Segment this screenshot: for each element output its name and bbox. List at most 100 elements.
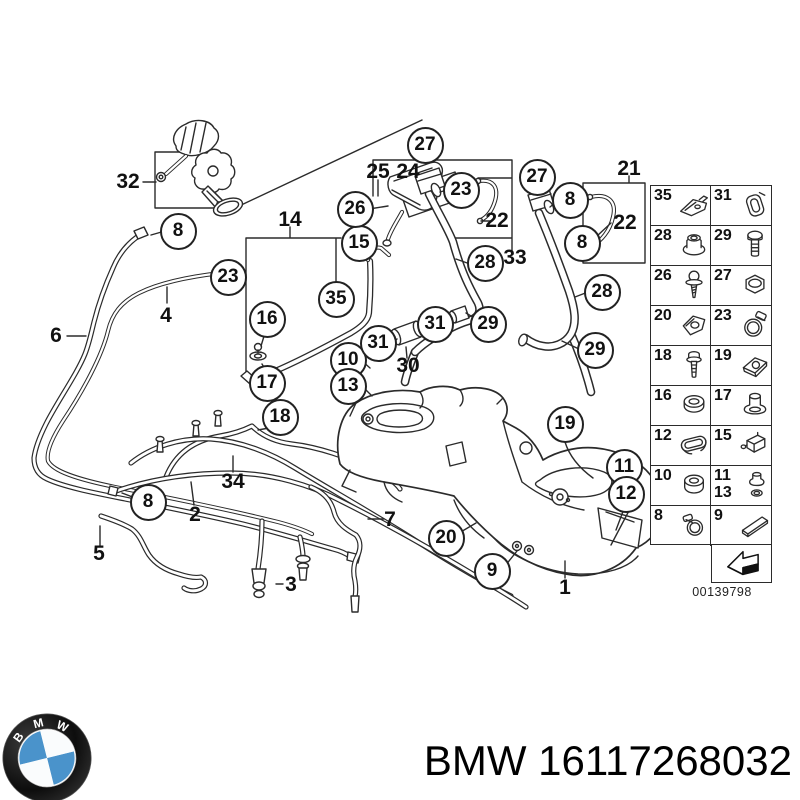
part-label-33: 33 (503, 246, 527, 269)
bmw-logo: B M W (0, 702, 103, 800)
hose-clamp-icon (739, 308, 771, 342)
diagram-plate-code: 00139798 (692, 585, 752, 599)
legend-cell-18: 18 (651, 346, 711, 386)
clamp-small-icon (678, 508, 710, 542)
svg-text:M: M (32, 715, 45, 731)
fuel-cap-assembly (155, 119, 244, 217)
part-label-2: 2 (189, 503, 201, 526)
callout-circle-35: 35 (317, 280, 355, 318)
legend-cell-31: 31 (711, 186, 771, 226)
callout-circle-8: 8 (551, 181, 589, 219)
legend-cell-8: 8 (651, 506, 711, 546)
valve-unit-icon (739, 428, 771, 462)
legend-cell-27: 27 (711, 266, 771, 306)
part-label-25: 25 (366, 160, 390, 183)
part-label-7: 7 (384, 508, 396, 531)
part-label-24: 24 (396, 160, 420, 183)
legend-part-number: 15 (714, 427, 732, 444)
callout-circle-31: 31 (416, 305, 454, 343)
callout-circle-8: 8 (159, 212, 197, 250)
screw-icon (678, 268, 710, 302)
legend-part-number: 9 (714, 507, 723, 524)
legend-part-number: 10 (654, 467, 672, 484)
part-label-22: 22 (613, 211, 637, 234)
callout-circle-23: 23 (209, 258, 247, 296)
vent-pipe-7 (311, 487, 360, 613)
legend-cell-12: 12 (651, 426, 711, 466)
legend-part-number: 29 (714, 227, 732, 244)
legend-part-number: 11 13 (714, 467, 732, 501)
part-label-3: 3 (285, 573, 297, 596)
legend-cell-23: 23 (711, 306, 771, 346)
callout-circle-8: 8 (563, 224, 601, 262)
legend-cell-16: 16 (651, 386, 711, 426)
legend-arrow-cell (711, 545, 772, 583)
callout-circle-9: 9 (473, 552, 511, 590)
bracket-plate-icon (678, 188, 710, 222)
legend-cell-9: 9 (711, 506, 771, 546)
callout-circle-29: 29 (576, 331, 614, 369)
legend-part-number: 31 (714, 187, 732, 204)
legend-part-number: 23 (714, 307, 732, 324)
callout-circle-17: 17 (248, 364, 286, 402)
part-label-22: 22 (485, 209, 509, 232)
grommet-icon (678, 388, 710, 422)
legend-part-number: 16 (654, 387, 672, 404)
legend-part-number: 17 (714, 387, 732, 404)
plate-icon (739, 508, 771, 542)
legend-cell-17: 17 (711, 386, 771, 426)
flange-bolt-icon (678, 348, 710, 382)
legend-cell-20: 20 (651, 306, 711, 346)
part-label-1: 1 (559, 576, 571, 599)
callout-circle-27: 27 (518, 158, 556, 196)
bolt-icon (739, 228, 771, 262)
part-label-6: 6 (50, 324, 62, 347)
part-label-21: 21 (617, 157, 641, 180)
part-label-32: 32 (116, 170, 140, 193)
part-number-title: BMW 16117268032 (423, 737, 792, 784)
legend-cell-11-13: 11 13 (711, 466, 771, 506)
callout-circle-15: 15 (340, 224, 378, 262)
bushing-icon (739, 388, 771, 422)
hex-nut-icon (739, 268, 771, 302)
fuel-pipe-bundle (107, 409, 526, 608)
legend-part-number: 18 (654, 347, 672, 364)
callout-circle-28: 28 (466, 244, 504, 282)
part-label-14: 14 (278, 208, 302, 231)
oval-grommet-icon (678, 428, 710, 462)
callout-circle-29: 29 (469, 305, 507, 343)
part-label-34: 34 (221, 470, 245, 493)
legend-cell-19: 19 (711, 346, 771, 386)
part-label-30: 30 (396, 354, 420, 377)
legend-part-number: 8 (654, 507, 663, 524)
callout-circle-27: 27 (406, 126, 444, 164)
clip-nut-icon (678, 308, 710, 342)
callout-circle-16: 16 (248, 300, 286, 338)
clip-nut-2-icon (739, 348, 771, 382)
legend-cell-15: 15 (711, 426, 771, 466)
callout-circle-8: 8 (129, 483, 167, 521)
legend-cell-28: 28 (651, 226, 711, 266)
part-label-4: 4 (160, 304, 172, 327)
grommet-thick-icon (678, 468, 710, 502)
legend-cell-10: 10 (651, 466, 711, 506)
bushing-small-icon (739, 468, 771, 502)
legend-cell-26: 26 (651, 266, 711, 306)
legend-part-number: 19 (714, 347, 732, 364)
callout-circle-28: 28 (583, 273, 621, 311)
callout-circle-13: 13 (329, 367, 367, 405)
legend-cell-29: 29 (711, 226, 771, 266)
legend-part-number: 12 (654, 427, 672, 444)
legend-part-number: 26 (654, 267, 672, 284)
flange-nut-icon (678, 228, 710, 262)
callout-circle-19: 19 (546, 405, 584, 443)
prev-arrow-icon (715, 547, 771, 581)
fuel-tank (336, 385, 664, 577)
fuel-lines-left (34, 226, 361, 591)
callout-circle-20: 20 (427, 519, 465, 557)
callout-circle-26: 26 (336, 190, 374, 228)
part-label-5: 5 (93, 542, 105, 565)
legend-part-number: 28 (654, 227, 672, 244)
